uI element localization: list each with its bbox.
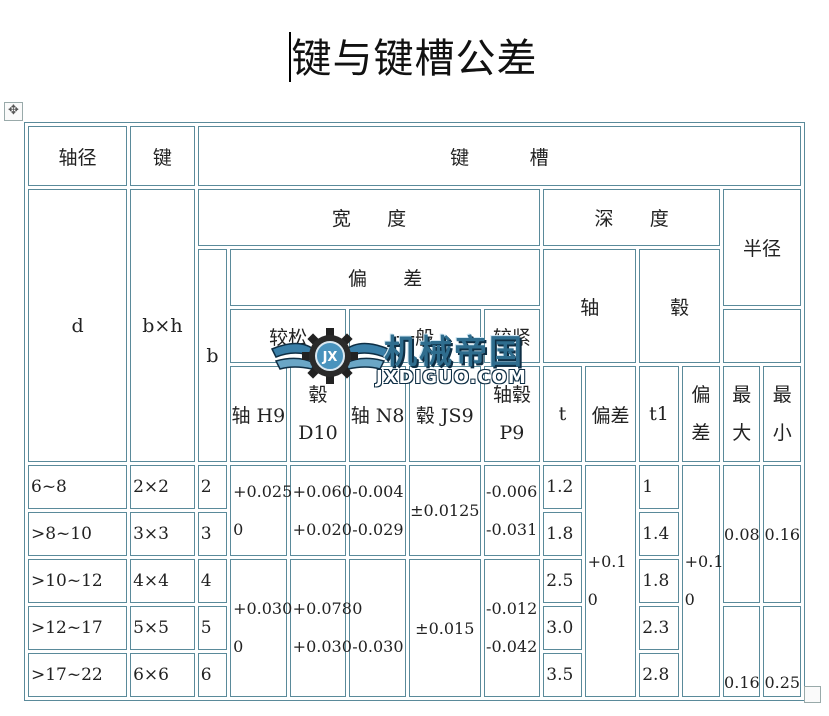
header-keyway: 键 槽 [197,126,801,186]
table-cell-bxh: 2×2 [130,465,195,509]
watermark-title: 机械帝国 [384,332,524,371]
header-t: t [543,366,582,462]
header-bxh: b×h [130,189,195,462]
header-depth-hub: 毂 [639,249,721,363]
header-radius: 半径 [723,189,801,306]
table-cell-bxh: 4×4 [130,559,195,603]
svg-text:JX: JX [322,350,338,365]
table-cell-t1: 1 [639,465,679,509]
table-cell-r-min: 0.16 [763,465,801,603]
table-cell-b: 6 [197,653,228,697]
table-move-handle-icon[interactable]: ✥ [4,102,23,121]
header-shaft-dia: 轴径 [28,126,128,186]
text-cursor [289,32,291,82]
header-depth-shaft: 轴 [543,249,637,363]
table-cell-b: 2 [197,465,228,509]
key-tolerance-table: 轴径 键 键 槽 d b×h 宽 度 深 度 半径 b 偏 差 轴 毂 较松 一… [24,122,805,701]
table-cell-t: 3.0 [543,606,582,650]
table-cell-b: 3 [197,512,228,556]
table-cell-r-max: 0.08 [723,465,761,603]
header-normal-fit: 一般 [349,309,481,363]
page-title: 键与键槽公差 [291,36,538,82]
table-cell-d10: +0.060+0.020 [289,465,352,556]
table-cell-d: >8~10 [28,512,128,556]
table-cell-p9: -0.006-0.031 [483,465,541,556]
table-cell-t: 3.5 [543,653,582,697]
header-t-deviation: 偏差 [584,366,637,462]
header-r-min: 最小 [763,366,801,462]
header-r-max: 最大 [723,366,761,462]
table-cell-js9: ±0.0125 [408,465,481,556]
header-t1: t1 [639,366,679,462]
table-cell-bxh: 5×5 [130,606,195,650]
table-cell-t: 1.8 [543,512,582,556]
radius-subheader-cell [723,309,801,363]
table-cell-d: >12~17 [28,606,128,650]
table-cell-t1: 1.4 [639,512,679,556]
header-hub-js9: 毂 JS9 [408,366,481,462]
table-cell-r-min: 0.25 [763,606,801,697]
table-cell-t1: 2.8 [639,653,679,697]
watermark-logo: JX 机械帝国 JXDIGUO.COM [270,323,570,389]
table-cell-bxh: 6×6 [130,653,195,697]
header-t1-deviation: 偏差 [681,366,721,462]
table-cell-t1: 1.8 [639,559,679,603]
table-cell-t: 1.2 [543,465,582,509]
table-cell-bxh: 3×3 [130,512,195,556]
table-cell-b: 4 [197,559,228,603]
table-cell-r-max: 0.16 [723,606,761,697]
header-key: 键 [130,126,195,186]
table-cell-d: >10~12 [28,559,128,603]
header-d: d [28,189,128,462]
table-cell-t: 2.5 [543,559,582,603]
header-width: 宽 度 [197,189,541,246]
header-deviation: 偏 差 [230,249,541,306]
table-cell-d: >17~22 [28,653,128,697]
table-cell-js9: ±0.015 [408,559,481,697]
table-cell-b: 5 [197,606,228,650]
header-depth: 深 度 [543,189,721,246]
table-cell-n8: -0.004-0.029 [349,465,406,556]
table-cell-p9: -0.012-0.042 [483,559,541,697]
gear-wings-icon: JX [270,328,390,384]
table-resize-handle[interactable] [804,686,821,703]
table-cell-d10: +0.078+0.030 [289,559,352,697]
header-shaft-h9: 轴 H9 [230,366,287,462]
header-b: b [197,249,228,462]
watermark-subtitle: JXDIGUO.COM [376,367,527,388]
table-cell-t1: 2.3 [639,606,679,650]
table-cell-n8: 0-0.030 [349,559,406,697]
table-cell-d: 6~8 [28,465,128,509]
header-tight-fit: 较紧 [483,309,541,363]
